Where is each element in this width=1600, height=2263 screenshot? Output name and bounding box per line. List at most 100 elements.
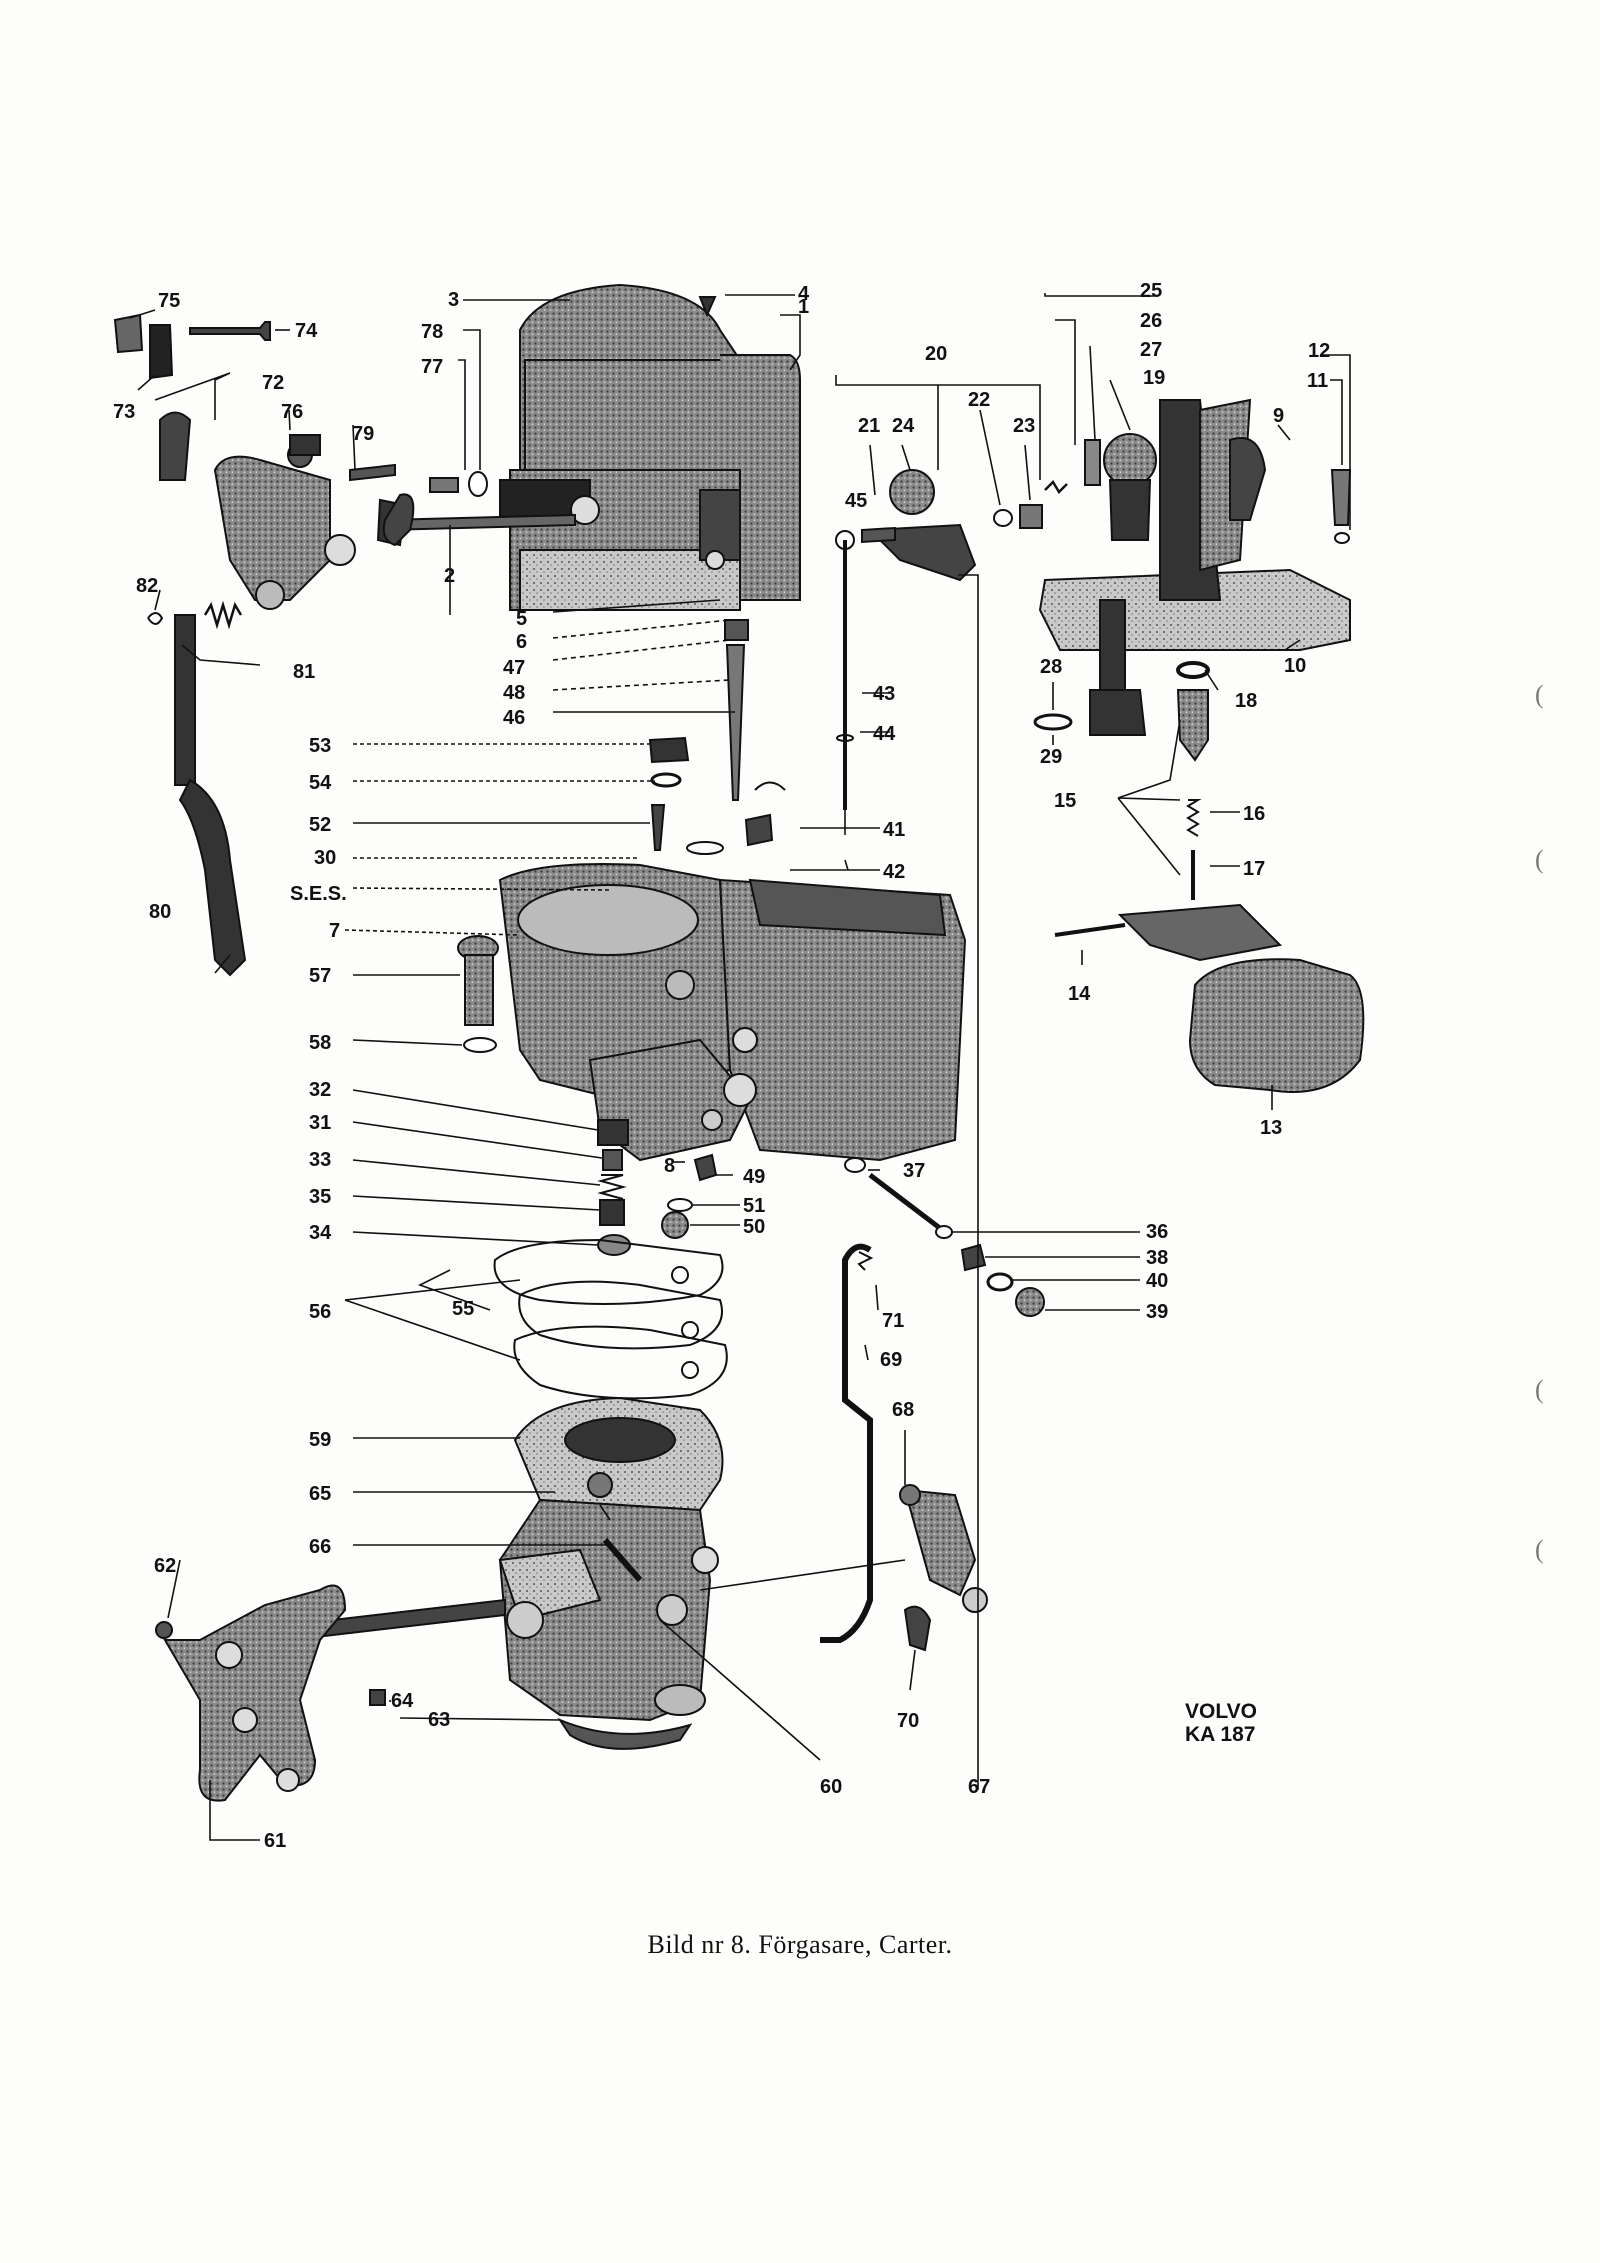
main-body xyxy=(498,863,967,1162)
plug-53 xyxy=(648,736,690,764)
screw-77 xyxy=(429,477,459,493)
callout-56: 56 xyxy=(309,1301,331,1323)
callout-40: 40 xyxy=(1146,1270,1168,1292)
callout-75: 75 xyxy=(158,290,180,312)
callout-16: 16 xyxy=(1243,803,1265,825)
callout-71: 71 xyxy=(882,1310,904,1332)
callout-33: 33 xyxy=(309,1149,331,1171)
callout-12: 12 xyxy=(1308,340,1330,362)
margin-mark: ( xyxy=(1535,680,1544,709)
callout-3: 3 xyxy=(448,289,459,311)
callout-55: 55 xyxy=(452,1298,474,1320)
callout-64: 64 xyxy=(391,1690,414,1712)
choke-lever-assembly xyxy=(159,411,415,610)
callout-1: 1 xyxy=(798,296,809,318)
callout-ses: S.E.S. xyxy=(290,883,347,905)
drawing-stamp: VOLVO KA 187 xyxy=(1185,1700,1257,1746)
clip-82 xyxy=(147,612,164,625)
float-assembly xyxy=(1054,903,1365,1093)
spring-33 xyxy=(597,1174,627,1200)
callout-54: 54 xyxy=(309,772,332,794)
callout-2: 2 xyxy=(444,565,455,587)
callout-48: 48 xyxy=(503,682,525,704)
part-31 xyxy=(602,1149,623,1171)
callout-30: 30 xyxy=(314,847,336,869)
jet-52 xyxy=(650,804,666,851)
screw-4 xyxy=(698,296,717,318)
callout-15: 15 xyxy=(1054,790,1076,812)
clip-70 xyxy=(903,1605,932,1652)
washer-44 xyxy=(836,734,854,742)
plug-50 xyxy=(661,1211,689,1239)
jet-47 xyxy=(724,619,749,641)
callout-73: 73 xyxy=(113,401,135,423)
clip-73 xyxy=(149,324,174,380)
pump-linkage xyxy=(861,469,1068,582)
callout-52: 52 xyxy=(309,814,331,836)
choke-link-rod xyxy=(174,614,247,977)
screw-74 xyxy=(189,321,271,341)
callout-17: 17 xyxy=(1243,858,1265,880)
callout-5: 5 xyxy=(516,608,527,630)
stamp-line-2: KA 187 xyxy=(1185,1723,1256,1746)
washer-78 xyxy=(468,471,488,497)
washer-40 xyxy=(986,1272,1014,1292)
callout-27: 27 xyxy=(1140,339,1162,361)
part-32 xyxy=(597,1119,629,1146)
callout-25: 25 xyxy=(1140,280,1162,302)
callout-62: 62 xyxy=(154,1555,176,1577)
washer-54 xyxy=(650,772,682,788)
callout-21: 21 xyxy=(858,415,880,437)
spring-81 xyxy=(203,600,243,630)
callout-38: 38 xyxy=(1146,1247,1168,1269)
callout-58: 58 xyxy=(309,1032,331,1054)
screw-57 xyxy=(457,935,499,1026)
callout-80: 80 xyxy=(149,901,171,923)
callout-4: 4 xyxy=(798,283,810,305)
callout-59: 59 xyxy=(309,1429,331,1451)
callout-63: 63 xyxy=(428,1709,450,1731)
air-horn-assembly xyxy=(499,283,801,611)
callout-18: 18 xyxy=(1235,690,1257,712)
callout-31: 31 xyxy=(309,1112,331,1134)
washer-37 xyxy=(844,1157,866,1173)
callout-72: 72 xyxy=(262,372,284,394)
callout-51: 51 xyxy=(743,1195,765,1217)
callout-6: 6 xyxy=(516,631,527,653)
bowl-cover-assembly xyxy=(1038,398,1351,736)
margin-mark: ( xyxy=(1535,1535,1544,1564)
gaskets xyxy=(493,1238,728,1400)
part-34 xyxy=(597,1234,631,1256)
callout-35: 35 xyxy=(309,1186,331,1208)
callout-43: 43 xyxy=(873,683,895,705)
gasket-29 xyxy=(1033,713,1073,731)
callout-13: 13 xyxy=(1260,1117,1282,1139)
plug-39 xyxy=(1015,1287,1045,1317)
jet-41 xyxy=(744,813,774,847)
jet-49 xyxy=(693,1153,718,1182)
callout-39: 39 xyxy=(1146,1301,1168,1323)
callout-10: 10 xyxy=(1284,655,1306,677)
callout-67: 67 xyxy=(968,1776,990,1798)
jet-48 xyxy=(725,644,746,801)
callout-36: 36 xyxy=(1146,1221,1168,1243)
needle-valve xyxy=(1176,689,1209,762)
callout-81: 81 xyxy=(293,661,315,683)
callout-82: 82 xyxy=(136,575,158,597)
pump-connector-rod xyxy=(820,1243,873,1643)
throttle-body xyxy=(498,1396,724,1750)
callout-57: 57 xyxy=(309,965,331,987)
callout-22: 22 xyxy=(968,389,990,411)
margin-mark: ( xyxy=(1535,845,1544,874)
callout-68: 68 xyxy=(892,1399,914,1421)
callout-32: 32 xyxy=(309,1079,331,1101)
callout-42: 42 xyxy=(883,861,905,883)
washer-58 xyxy=(463,1037,497,1053)
callout-47: 47 xyxy=(503,657,525,679)
callout-26: 26 xyxy=(1140,310,1162,332)
callout-41: 41 xyxy=(883,819,905,841)
callout-70: 70 xyxy=(897,1710,919,1732)
callout-65: 65 xyxy=(309,1483,331,1505)
callout-20: 20 xyxy=(925,343,947,365)
callout-24: 24 xyxy=(892,415,915,437)
